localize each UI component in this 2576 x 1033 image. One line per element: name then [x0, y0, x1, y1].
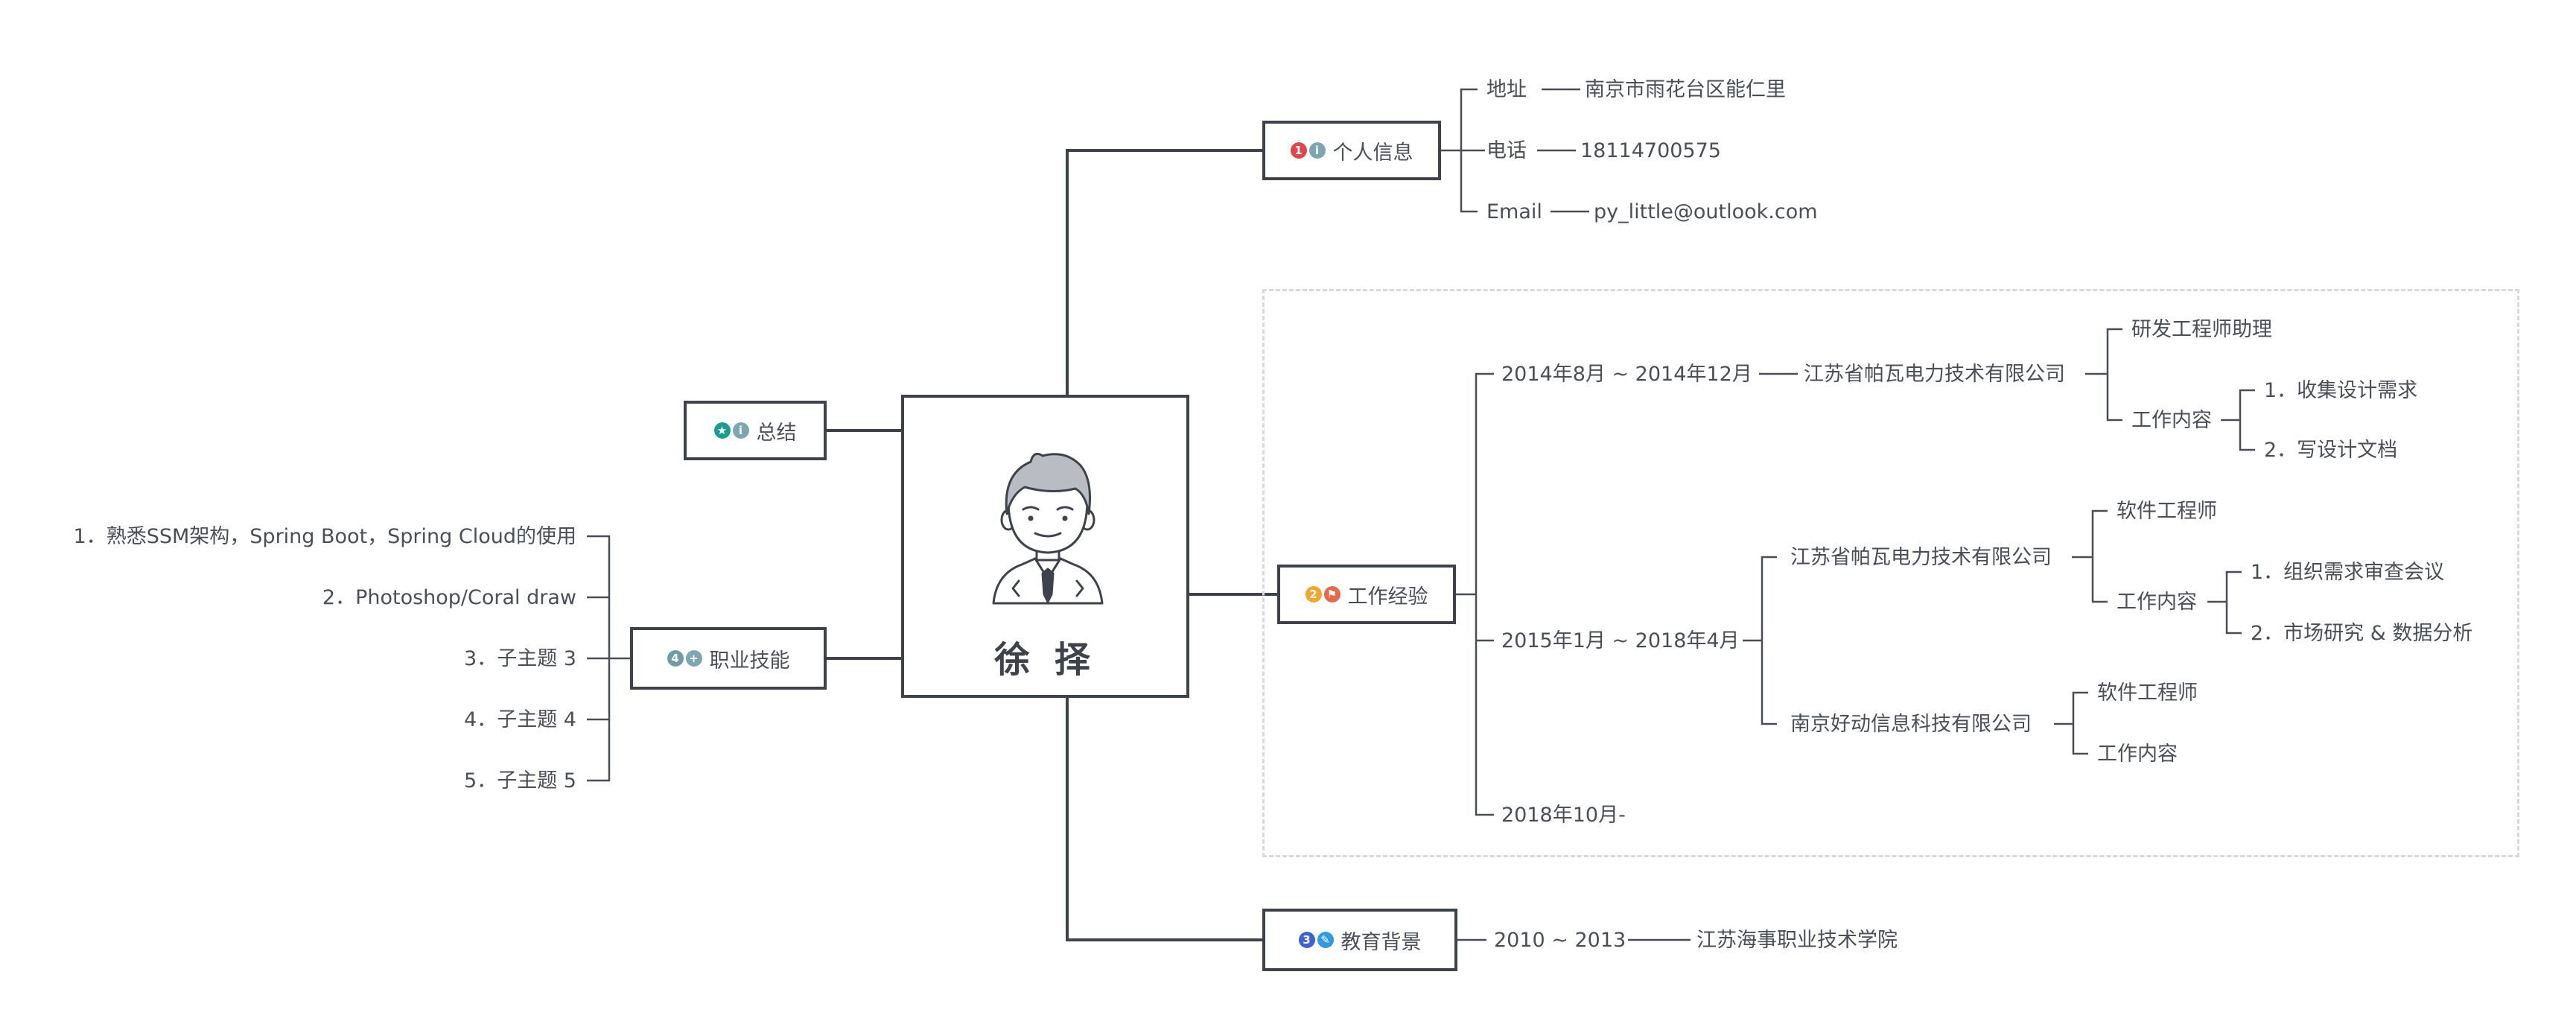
- topic-badges: 1 i: [1290, 142, 1326, 159]
- skill-item[interactable]: 5．子主题 5: [464, 769, 576, 792]
- central-topic[interactable]: 徐 择: [901, 395, 1189, 698]
- work-period-1-role[interactable]: 研发工程师助理: [2131, 318, 2272, 341]
- topic-label: 工作经验: [1347, 585, 1428, 608]
- topic-badges: 3 ✎: [1298, 932, 1334, 948]
- line-center-education: [1066, 698, 1262, 941]
- star-icon: ★: [713, 422, 731, 439]
- info-icon: i: [1308, 142, 1326, 159]
- topic-label: 个人信息: [1332, 141, 1413, 165]
- number-4-icon: 4: [667, 650, 684, 667]
- topic-personal-info[interactable]: 1 i 个人信息: [1262, 121, 1441, 180]
- number-2-icon: 2: [1305, 586, 1322, 603]
- work-period-1[interactable]: 2014年8月 ~ 2014年12月: [1501, 363, 1752, 386]
- topic-label: 教育背景: [1341, 930, 1422, 954]
- skill-item[interactable]: 4．子主题 4: [464, 708, 576, 731]
- work-period-2-company-2-role[interactable]: 软件工程师: [2097, 681, 2198, 705]
- number-3-icon: 3: [1298, 932, 1315, 948]
- email-value[interactable]: py_little@outlook.com: [1594, 200, 1818, 223]
- person-avatar-icon: [992, 452, 1104, 605]
- work-period-2[interactable]: 2015年1月 ~ 2018年4月: [1501, 629, 1740, 652]
- phone-key[interactable]: 电话: [1486, 139, 1527, 162]
- plus-icon: +: [685, 650, 702, 667]
- topic-skills[interactable]: 4 + 职业技能: [630, 627, 827, 690]
- topic-badges: 2 ⚑: [1305, 586, 1341, 603]
- education-school[interactable]: 江苏海事职业技术学院: [1696, 929, 1898, 952]
- line-center-personal: [1066, 149, 1262, 395]
- work-period-1-item[interactable]: 2．写设计文档: [2264, 439, 2398, 462]
- work-period-2-company-1-content[interactable]: 工作内容: [2117, 591, 2197, 614]
- education-period[interactable]: 2010 ~ 2013: [1494, 929, 1626, 952]
- topic-work-experience[interactable]: 2 ⚑ 工作经验: [1277, 565, 1456, 624]
- number-1-icon: 1: [1290, 142, 1307, 159]
- phone-value[interactable]: 18114700575: [1580, 139, 1721, 162]
- work-period-2-company-2-content[interactable]: 工作内容: [2097, 743, 2178, 766]
- work-period-1-company[interactable]: 江苏省帕瓦电力技术有限公司: [1804, 363, 2065, 386]
- skill-item[interactable]: 3．子主题 3: [464, 647, 576, 670]
- work-period-2-company-2[interactable]: 南京好动信息科技有限公司: [1790, 713, 2032, 736]
- topic-summary[interactable]: ★ i 总结: [684, 401, 827, 460]
- work-experience-boundary: [1262, 289, 2519, 857]
- person-name: 徐 择: [994, 639, 1096, 681]
- topic-badges: 4 +: [667, 650, 702, 667]
- pencil-icon: ✎: [1317, 932, 1334, 948]
- work-period-2-company-1-item[interactable]: 1．组织需求审查会议: [2251, 561, 2445, 584]
- skill-item[interactable]: 2．Photoshop/Coral draw: [322, 586, 576, 609]
- topic-label: 职业技能: [709, 649, 790, 673]
- address-value[interactable]: 南京市雨花台区能仁里: [1585, 78, 1786, 101]
- skill-item[interactable]: 1．熟悉SSM架构，Spring Boot，Spring Cloud的使用: [73, 525, 576, 548]
- flag-icon: ⚑: [1323, 586, 1341, 603]
- work-period-3[interactable]: 2018年10月-: [1501, 804, 1626, 827]
- topic-education[interactable]: 3 ✎ 教育背景: [1262, 909, 1457, 971]
- email-key[interactable]: Email: [1486, 200, 1542, 223]
- topic-badges: ★ i: [713, 422, 749, 439]
- topic-label: 总结: [756, 421, 797, 445]
- work-period-2-company-1-role[interactable]: 软件工程师: [2117, 500, 2217, 523]
- address-key[interactable]: 地址: [1486, 78, 1527, 101]
- work-period-1-item[interactable]: 1．收集设计需求: [2264, 379, 2418, 402]
- info-icon: i: [732, 422, 749, 439]
- work-period-2-company-1[interactable]: 江苏省帕瓦电力技术有限公司: [1790, 546, 2052, 569]
- work-period-1-content[interactable]: 工作内容: [2131, 409, 2212, 432]
- work-period-2-company-1-item[interactable]: 2．市场研究 & 数据分析: [2251, 622, 2473, 645]
